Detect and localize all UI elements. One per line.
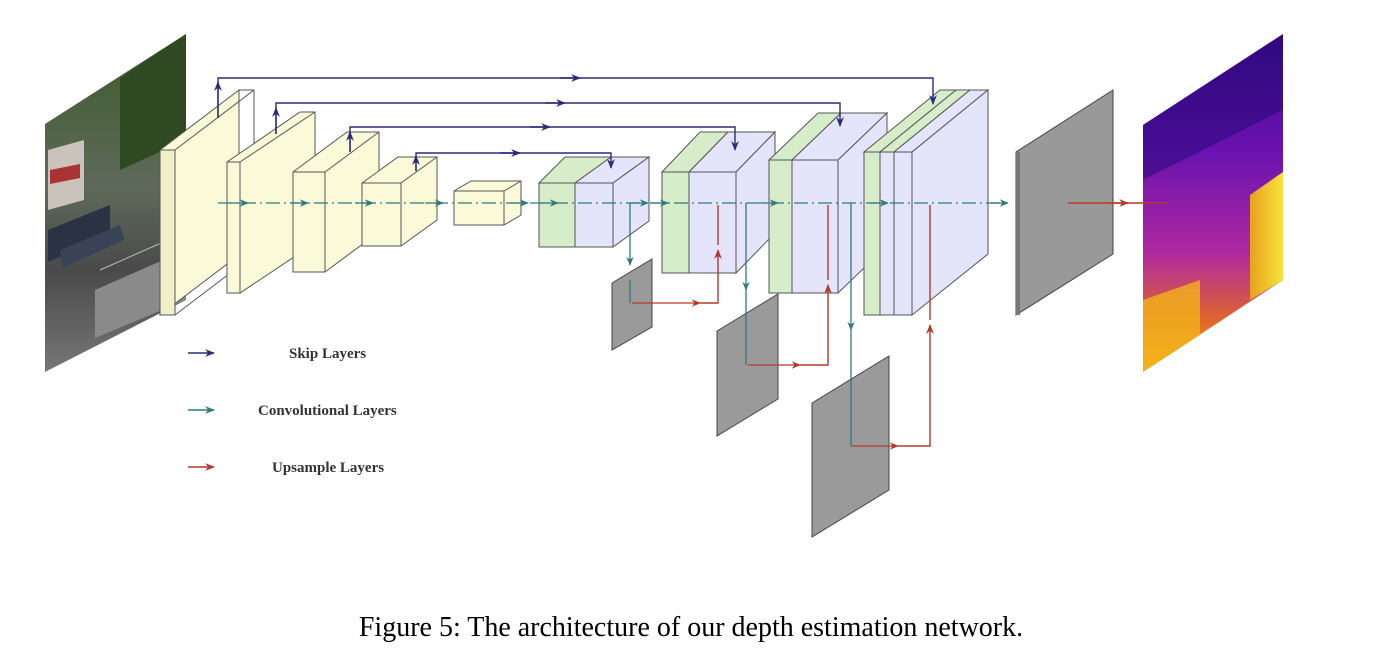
legend-label-skip: Skip Layers xyxy=(289,346,366,362)
legend-item-conv: Convolutional Layers xyxy=(188,403,397,419)
legend-label-upsample: Upsample Layers xyxy=(272,460,384,476)
output-conv-layer xyxy=(1015,89,1114,316)
feature-map-2 xyxy=(716,293,779,437)
legend-item-skip: Skip Layers xyxy=(188,346,366,362)
feature-map-3 xyxy=(811,355,890,538)
decoder-block-1 xyxy=(537,156,651,248)
legend-item-upsample: Upsample Layers xyxy=(188,460,384,476)
upsample-paths xyxy=(700,199,1168,447)
architecture-diagram: Skip Layers Convolutional Layers Upsampl… xyxy=(45,34,1283,538)
legend-label-conv: Convolutional Layers xyxy=(258,403,397,419)
encoder-block-1 xyxy=(159,88,255,317)
skip-connections xyxy=(214,74,937,171)
legend: Skip Layers Convolutional Layers Upsampl… xyxy=(188,346,397,476)
input-image xyxy=(45,34,187,372)
encoder-block-4 xyxy=(361,156,438,247)
conv-main-flow xyxy=(218,199,1010,450)
figure-caption: Figure 5: The architecture of our depth … xyxy=(358,612,1024,643)
encoder-block-3 xyxy=(292,131,380,273)
output-depth-map xyxy=(1143,34,1283,372)
feature-map-1 xyxy=(611,258,653,351)
